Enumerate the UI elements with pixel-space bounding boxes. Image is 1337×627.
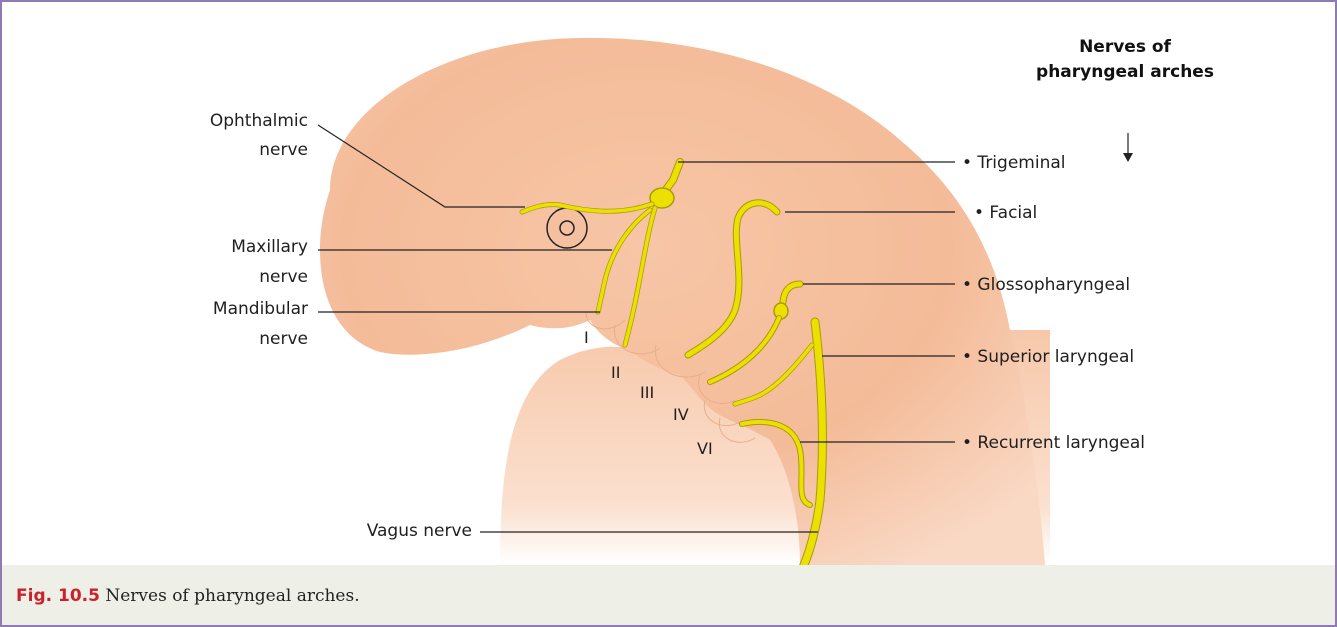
figure-number: Fig. 10.5 (16, 586, 100, 606)
label-mandibular-2: nerve (259, 329, 308, 349)
down-arrow-icon (1123, 153, 1133, 162)
arch-label-vi: VI (697, 439, 713, 458)
label-maxillary-2: nerve (259, 267, 308, 287)
label-ophthalmic-2: nerve (259, 140, 308, 160)
label-glossopharyngeal: • Glossopharyngeal (962, 275, 1130, 295)
label-mandibular-1: Mandibular (213, 299, 308, 319)
arch-label-iv: IV (673, 405, 689, 424)
header-line-2: pharyngeal arches (1036, 62, 1214, 82)
label-trigeminal: • Trigeminal (962, 153, 1065, 173)
label-superior-laryngeal: • Superior laryngeal (962, 347, 1134, 367)
arch-label-ii: II (611, 363, 620, 382)
label-vagus: Vagus nerve (367, 521, 472, 541)
label-ophthalmic-1: Ophthalmic (210, 111, 308, 131)
label-facial: • Facial (974, 203, 1037, 223)
eye-icon (547, 208, 587, 248)
label-recurrent-laryngeal: • Recurrent laryngeal (962, 433, 1145, 453)
arch-label-i: I (584, 328, 589, 347)
label-maxillary-1: Maxillary (231, 237, 308, 257)
caption-text: Nerves of pharyngeal arches. (105, 586, 359, 606)
arch-label-iii: III (640, 383, 654, 402)
header-line-1: Nerves of (1079, 37, 1171, 57)
figure-caption: Fig. 10.5 Nerves of pharyngeal arches. (16, 586, 360, 606)
